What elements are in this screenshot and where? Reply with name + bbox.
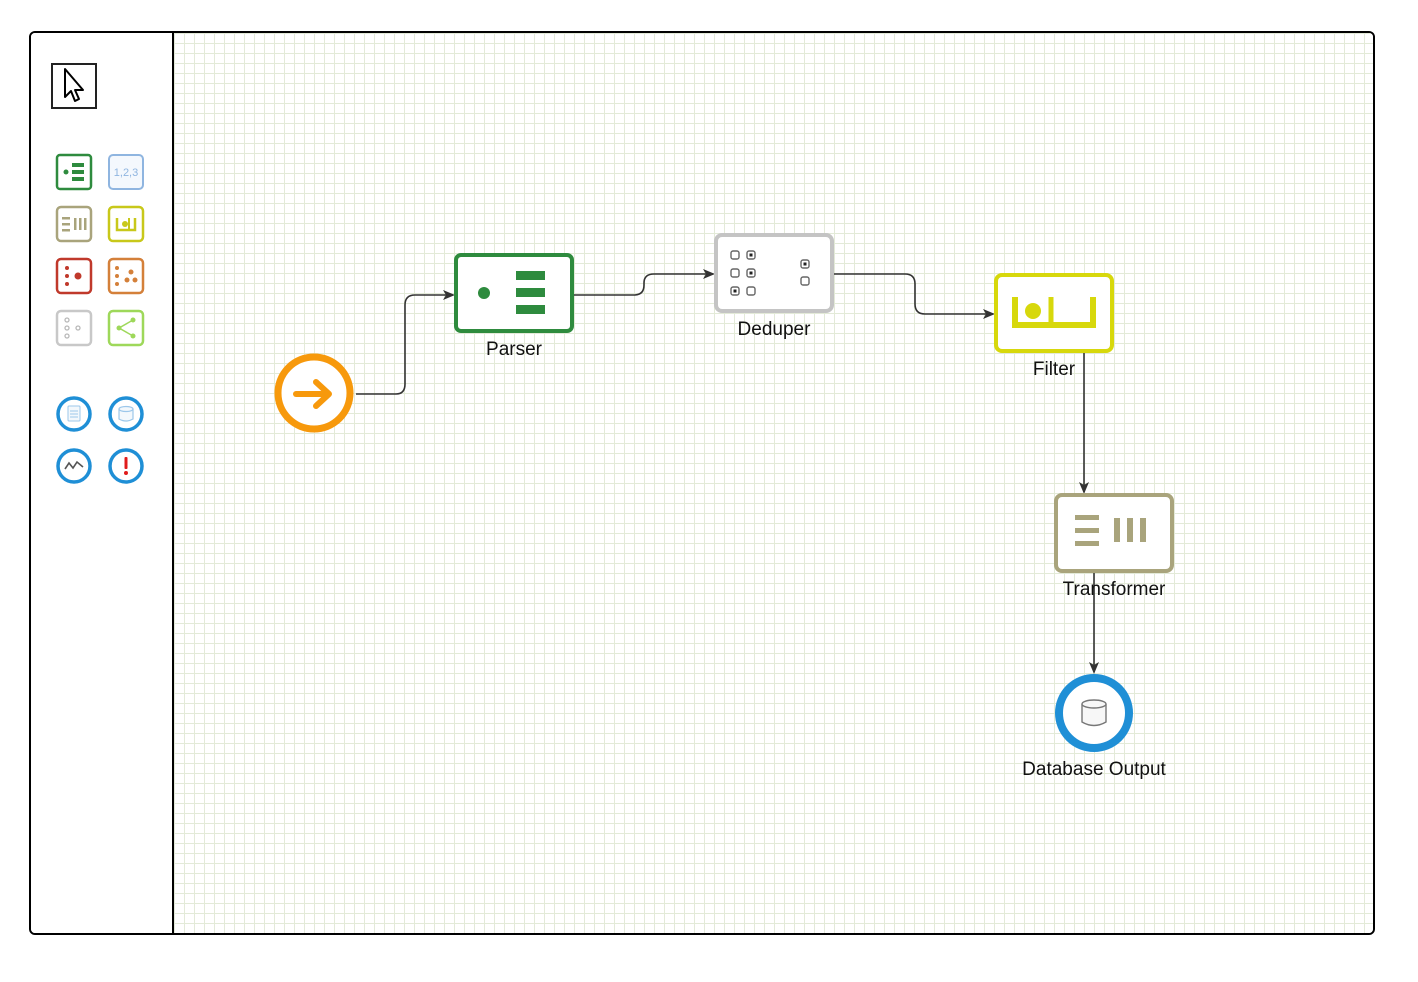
transformer-label: Transformer: [1062, 579, 1166, 600]
deduper-icon: [55, 309, 93, 347]
exclamation-icon: [108, 448, 144, 484]
transformer-tool[interactable]: [55, 205, 93, 243]
transformer-node[interactable]: [1054, 493, 1174, 573]
edge-parser-deduper[interactable]: [574, 269, 715, 296]
filter-icon: [107, 205, 145, 243]
aggregator-icon: [107, 257, 145, 295]
deduper-tool[interactable]: [55, 309, 93, 347]
monitor-output-tool[interactable]: [55, 447, 93, 485]
arrow-right-icon: [293, 379, 332, 409]
database-icon: [1081, 699, 1107, 727]
database-output-tool[interactable]: [107, 395, 145, 433]
aggregator-tool[interactable]: [107, 257, 145, 295]
pointer-tool[interactable]: [51, 63, 97, 109]
parser-label: Parser: [486, 339, 542, 360]
filter-icon: [1012, 297, 1096, 328]
deduper-node[interactable]: [714, 233, 834, 313]
parser-icon: [55, 153, 93, 191]
sequence-tool[interactable]: 1,2,3: [107, 153, 145, 191]
database-output-node[interactable]: [1055, 674, 1133, 752]
file-output-tool[interactable]: [55, 395, 93, 433]
pointer-arrow-icon: [64, 68, 84, 102]
filter-label: Filter: [1032, 359, 1076, 380]
file-icon: [56, 396, 92, 432]
parser-tool[interactable]: [55, 153, 93, 191]
deduper-label: Deduper: [737, 319, 811, 340]
transformer-icon: [55, 205, 93, 243]
edge-start-parser[interactable]: [356, 290, 455, 395]
database-icon: [108, 396, 144, 432]
filter-tool[interactable]: [107, 205, 145, 243]
edge-deduper-filter[interactable]: [834, 273, 995, 319]
deduper-icon: [730, 250, 810, 296]
parser-icon: [478, 271, 545, 314]
sequence-text: 1,2,3: [114, 167, 138, 179]
numbers-icon: 1,2,3: [108, 154, 144, 190]
tool-palette: 1,2,3: [31, 33, 174, 933]
diagram-graph: [274, 233, 1174, 752]
parser-node[interactable]: [454, 253, 574, 333]
transformer-icon: [1075, 515, 1146, 546]
workflow-editor: 1,2,3: [29, 31, 1375, 935]
error-output-tool[interactable]: [107, 447, 145, 485]
router-tool[interactable]: [107, 309, 145, 347]
splitter-tool[interactable]: [55, 257, 93, 295]
router-icon: [107, 309, 145, 347]
start-node[interactable]: [274, 353, 354, 433]
filter-node[interactable]: [994, 273, 1114, 353]
splitter-icon: [55, 257, 93, 295]
database-output-label: Database Output: [1022, 759, 1166, 780]
diagram-canvas[interactable]: Parser Deduper Filter Transformer Databa…: [174, 33, 1373, 933]
chart-line-icon: [56, 448, 92, 484]
